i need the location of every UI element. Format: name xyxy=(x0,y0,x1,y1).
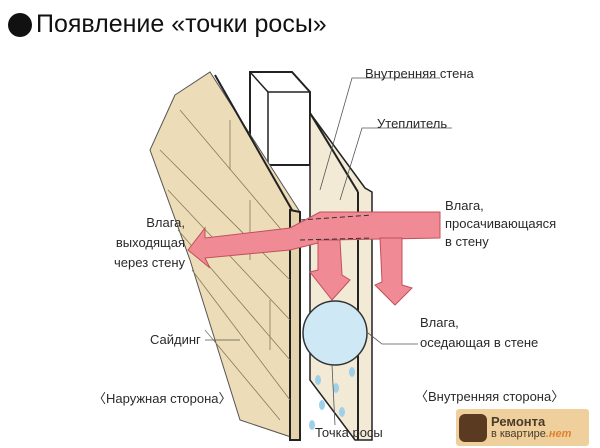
label-moisture-settling: Влага, оседающая в стене xyxy=(420,315,538,351)
line: Влага, xyxy=(146,215,185,230)
line: выходящая xyxy=(115,235,185,250)
logo-line1: Ремонта xyxy=(491,414,546,429)
label-inner-wall: Внутренняя стена xyxy=(365,66,474,81)
label-inner-side: 〈Внутренняя сторона〉 xyxy=(415,389,565,404)
moisture-arrow-main xyxy=(187,211,441,269)
line: в стену xyxy=(445,234,489,249)
label-moisture-in: Влага, просачивающаяся в стену xyxy=(445,198,556,250)
title-text: Появление «точки росы» xyxy=(36,10,327,38)
line: Влага, xyxy=(420,315,459,330)
moisture-arrow-down-2 xyxy=(374,237,413,306)
label-dew-point: Точка росы xyxy=(315,425,383,440)
label-moisture-out: Влага, выходящая через стену xyxy=(60,215,185,271)
line: Влага, xyxy=(445,198,484,213)
site-logo: Ремонта в квартире.нет xyxy=(456,409,589,446)
label-outer-side: 〈Наружная сторона〉 xyxy=(93,391,232,406)
bullet-icon xyxy=(8,12,32,37)
logo-icon xyxy=(459,413,487,442)
droplets xyxy=(309,367,355,430)
label-insulation: Утеплитель xyxy=(377,116,448,131)
dew-point-circle xyxy=(302,300,368,366)
logo-suffix: .нет xyxy=(545,428,572,440)
line: через стену xyxy=(114,255,185,270)
label-siding: Сайдинг xyxy=(150,332,201,347)
moisture-arrow-down-1 xyxy=(309,239,351,301)
line: просачивающаяся xyxy=(445,216,557,231)
logo-line2: в квартире xyxy=(491,428,546,440)
line: оседающая в стене xyxy=(420,335,539,350)
page-title: Появление «точки росы» xyxy=(8,10,327,39)
